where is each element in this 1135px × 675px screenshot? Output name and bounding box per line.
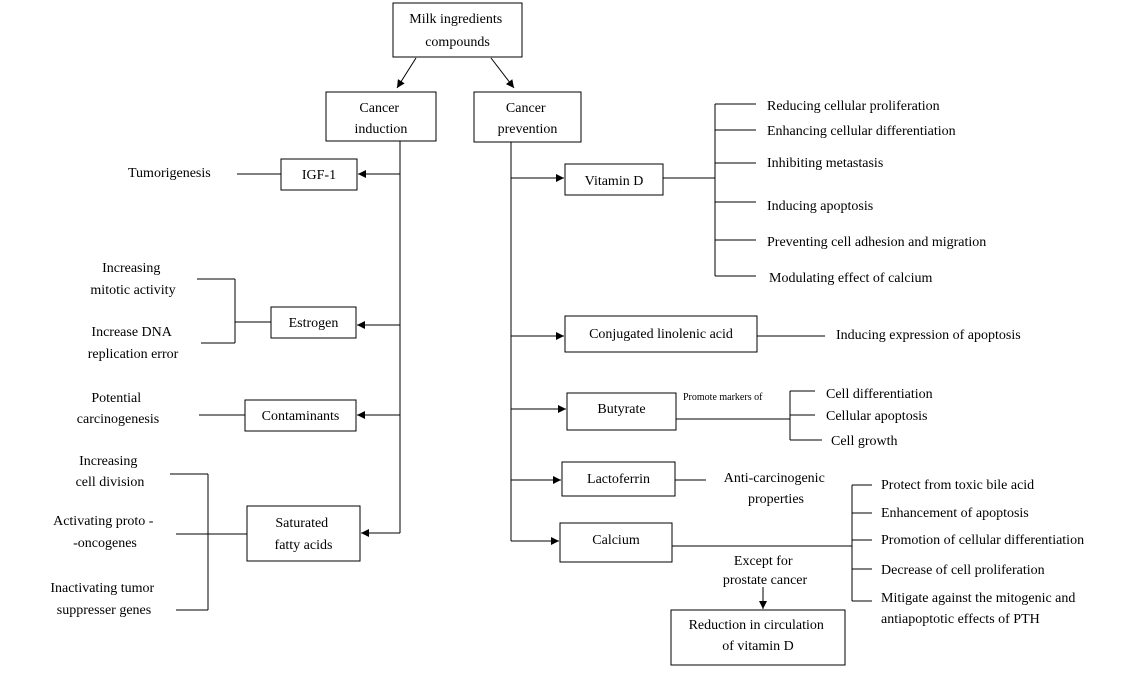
vitamin-d-effect-text: Modulating effect of calcium <box>769 271 933 286</box>
estrogen-effect-line: replication error <box>88 347 179 362</box>
root-label: Milk ingredients compounds <box>409 12 505 50</box>
calcium-effect-text: Protect from toxic bile acid <box>881 478 1034 493</box>
estrogen-effect-line: Increasing <box>102 261 160 276</box>
cancer-prevention-label-line: prevention <box>498 122 558 137</box>
calcium-effect-text: Decrease of cell proliferation <box>881 563 1045 578</box>
calcium-exception-line: Except for <box>734 554 793 569</box>
saturated-fatty-acids-effect-text: Increasing cell division <box>76 454 145 490</box>
igf1-label: IGF-1 <box>302 168 336 183</box>
butyrate-effect-text: Cellular apoptosis <box>826 409 928 424</box>
lactoferrin-effect-text: Anti-carcinogenic properties <box>724 471 829 507</box>
butyrate-box <box>566 392 677 431</box>
calcium-box <box>559 522 673 563</box>
conjugated-linolenic-acid-label: Conjugated linolenic acid <box>589 327 733 342</box>
estrogen-effect-text: Increasing mitotic activity <box>90 261 175 298</box>
igf1-effect-text: Tumorigenesis <box>128 166 211 181</box>
sfa-effect-line: cell division <box>76 475 145 490</box>
calcium-exception-text: Except for prostate cancer <box>723 554 808 588</box>
butyrate-effect-text: Cell differentiation <box>826 387 933 402</box>
root-label-line: compounds <box>425 35 490 50</box>
vitamin-d-effect-text: Enhancing cellular differentiation <box>767 124 956 139</box>
estrogen-effect-text: Increase DNA replication error <box>88 325 179 362</box>
vitamin-d-box <box>564 163 664 196</box>
estrogen-box <box>270 306 357 339</box>
cancer-induction-label: Cancer induction <box>355 101 408 137</box>
calcium-effect-text: Enhancement of apoptosis <box>881 506 1029 521</box>
saturated-fatty-acids-label: Saturated fatty acids <box>275 516 333 553</box>
cancer-prevention-label-line: Cancer <box>506 101 546 116</box>
saturated-fatty-acids-box <box>246 505 361 562</box>
contaminants-effect-text: Potential carcinogenesis <box>77 391 159 427</box>
calcium-effect-line: Mitigate against the mitogenic and <box>881 591 1075 606</box>
cancer-induction-node: Cancer induction <box>325 91 437 142</box>
vitamin-d-label: Vitamin D <box>585 174 644 189</box>
root-node: Milk ingredients compounds <box>392 2 523 58</box>
vitamin-d-reduction-box <box>670 609 846 666</box>
vitamin-d-reduction-label: Reduction in circulation of vitamin D <box>689 618 828 654</box>
butyrate-label: Butyrate <box>597 402 645 417</box>
sfa-effect-line: Increasing <box>79 454 137 469</box>
cancer-induction-label-line: Cancer <box>359 101 399 116</box>
saturated-fatty-acids-effect-text: Inactivating tumor suppresser genes <box>50 581 157 618</box>
conjugated-linolenic-acid-box <box>564 315 758 353</box>
igf1-box <box>280 158 358 191</box>
vitamin-d-effect-text: Preventing cell adhesion and migration <box>767 235 986 250</box>
conjugated-linolenic-acid-effect-text: Inducing expression of apoptosis <box>836 328 1021 343</box>
root-box <box>392 2 523 58</box>
calcium-effect-text: Mitigate against the mitogenic and antia… <box>881 591 1079 627</box>
estrogen-effect-line: Increase DNA <box>91 325 172 340</box>
calcium-label: Calcium <box>592 533 640 548</box>
vitamin-d-effect-text: Inducing apoptosis <box>767 199 873 214</box>
lactoferrin-effect-line: properties <box>748 492 804 507</box>
cancer-induction-box <box>325 91 437 142</box>
arrow-root-to-prevention <box>490 57 515 89</box>
contaminants-effect-line: carcinogenesis <box>77 412 159 427</box>
vitamin-d-effect-text: Inhibiting metastasis <box>767 156 883 171</box>
estrogen-label: Estrogen <box>289 316 339 331</box>
saturated-fatty-acids-label-line: Saturated <box>275 516 328 531</box>
lactoferrin-label: Lactoferrin <box>587 472 650 487</box>
sfa-effect-line: suppresser genes <box>57 603 151 618</box>
saturated-fatty-acids-effect-text: Activating proto - -oncogenes <box>53 514 157 551</box>
cancer-prevention-node: Cancer prevention <box>473 91 582 143</box>
contaminants-label: Contaminants <box>262 409 340 424</box>
root-label-line: Milk ingredients <box>409 12 502 27</box>
sfa-effect-line: -oncogenes <box>73 536 137 551</box>
calcium-effect-text: Promotion of cellular differentiation <box>881 533 1084 548</box>
estrogen-effect-line: mitotic activity <box>90 283 175 298</box>
butyrate-connector-note: Promote markers of <box>683 392 763 403</box>
lactoferrin-box <box>561 461 676 497</box>
vitamin-d-effect-text: Reducing cellular proliferation <box>767 99 940 114</box>
sfa-effect-line: Activating proto - <box>53 514 154 529</box>
sfa-effect-line: Inactivating tumor <box>50 581 154 596</box>
vitamin-d-reduction-label-line: Reduction in circulation <box>689 618 824 633</box>
saturated-fatty-acids-label-line: fatty acids <box>275 538 333 553</box>
calcium-exception-line: prostate cancer <box>723 573 808 588</box>
vitamin-d-reduction-label-line: of vitamin D <box>722 639 794 654</box>
contaminants-box <box>244 399 357 432</box>
arrow-root-to-induction <box>396 57 417 89</box>
contaminants-effect-line: Potential <box>91 391 141 406</box>
cancer-prevention-label: Cancer prevention <box>498 101 558 137</box>
lactoferrin-effect-line: Anti-carcinogenic <box>724 471 825 486</box>
cancer-prevention-box <box>473 91 582 143</box>
cancer-induction-label-line: induction <box>355 122 408 137</box>
butyrate-effect-text: Cell growth <box>831 434 898 449</box>
calcium-effect-line: antiapoptotic effects of PTH <box>881 612 1040 627</box>
